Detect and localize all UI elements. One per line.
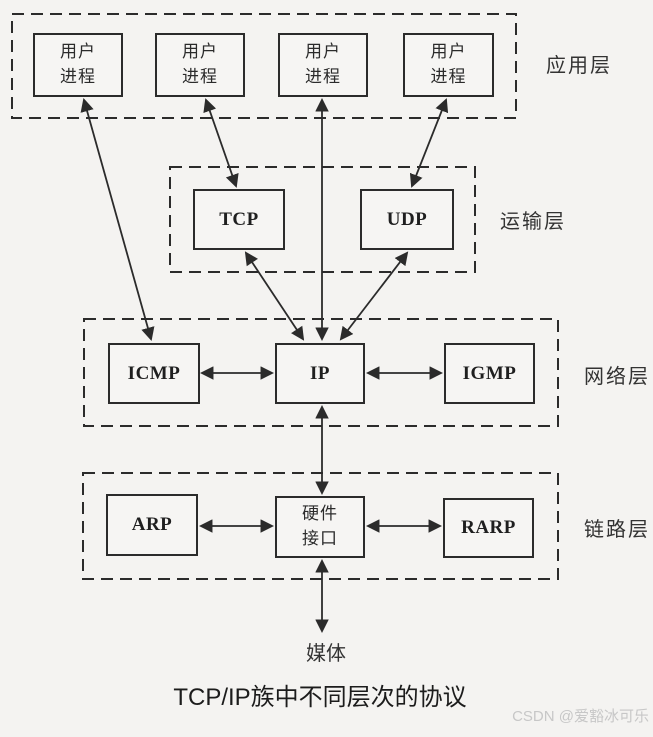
box-igmp: IGMP	[444, 343, 535, 404]
box-udp: UDP	[360, 189, 454, 250]
box-icmp-label: ICMP	[127, 362, 181, 384]
label-transport-layer: 运输层	[500, 211, 566, 233]
box-ip-label: IP	[310, 362, 330, 384]
box-hardware-interface-label: 硬件接口	[302, 504, 338, 548]
label-link-layer: 链路层	[584, 519, 650, 541]
box-arp: ARP	[106, 494, 198, 556]
arrow-userprocess1-icmp	[80, 98, 155, 341]
box-arp-label: ARP	[131, 514, 173, 535]
box-udp-label: UDP	[386, 208, 428, 230]
box-user-process-2-label: 用户进程	[182, 42, 218, 86]
box-user-process-4: 用户进程	[403, 33, 494, 97]
box-user-process-1-label: 用户进程	[60, 42, 96, 86]
box-rarp-label: RARP	[461, 517, 516, 538]
arrow-tcp-ip	[244, 251, 305, 341]
box-hardware-interface: 硬件接口	[275, 496, 365, 558]
csdn-watermark: CSDN @爱豁冰可乐	[512, 708, 649, 725]
application-layer-boundary	[11, 13, 517, 119]
label-application-layer: 应用层	[546, 55, 612, 77]
label-network-layer: 网络层	[584, 366, 650, 388]
box-user-process-3-label: 用户进程	[305, 42, 341, 86]
box-user-process-2: 用户进程	[155, 33, 245, 97]
arrow-userprocess4-udp	[409, 98, 449, 188]
diagram-caption: TCP/IP族中不同层次的协议	[173, 684, 467, 711]
box-user-process-1: 用户进程	[33, 33, 123, 97]
box-tcp: TCP	[193, 189, 285, 250]
box-user-process-4-label: 用户进程	[430, 42, 467, 86]
label-media: 媒体	[306, 643, 346, 665]
box-icmp: ICMP	[108, 343, 200, 404]
box-user-process-3: 用户进程	[278, 33, 368, 97]
arrow-userprocess2-tcp	[203, 98, 239, 188]
box-tcp-label: TCP	[219, 208, 259, 230]
arrow-udp-ip	[339, 251, 409, 341]
box-ip: IP	[275, 343, 365, 404]
box-igmp-label: IGMP	[462, 362, 517, 384]
box-rarp: RARP	[443, 498, 534, 558]
